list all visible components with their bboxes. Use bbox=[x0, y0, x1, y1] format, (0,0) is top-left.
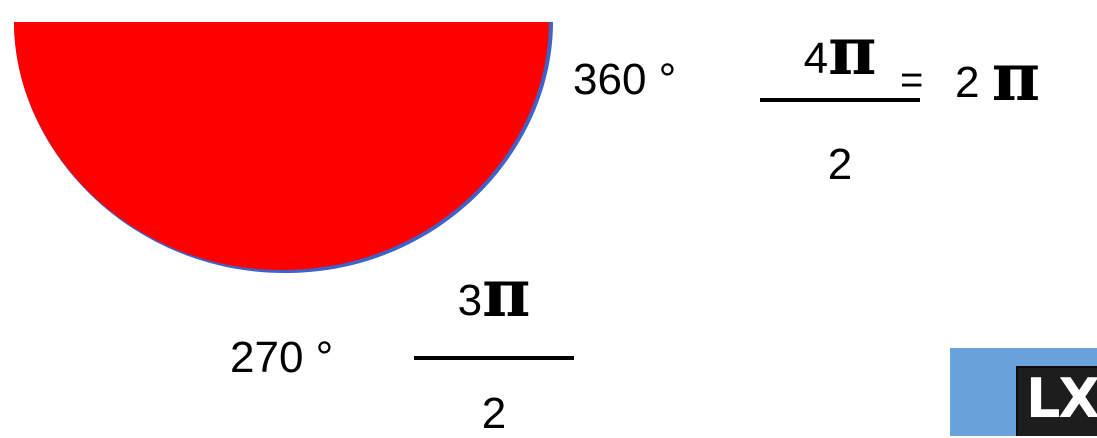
angle-360-label: 360 ° bbox=[573, 55, 677, 104]
fraction-denominator: 2 bbox=[827, 140, 853, 189]
pi-symbol: π bbox=[991, 38, 1041, 116]
fraction-bar bbox=[414, 356, 574, 360]
logo-dark-block bbox=[1016, 366, 1097, 436]
fraction-denominator: 2 bbox=[481, 389, 507, 438]
fraction-3pi-over-2: 3π 2 bbox=[414, 260, 574, 436]
fraction-numerator: 3π bbox=[414, 260, 574, 326]
result-digit: 2 bbox=[955, 58, 980, 107]
lx-logo: LX bbox=[950, 348, 1097, 436]
logo-text: LX bbox=[1026, 367, 1097, 430]
result-2pi: 2 π bbox=[955, 44, 1040, 110]
pi-symbol: π bbox=[828, 12, 877, 90]
angle-270-label: 270 ° bbox=[230, 333, 334, 382]
fraction-bar bbox=[760, 98, 920, 102]
fraction-numerator: 4π bbox=[760, 18, 920, 84]
numerator-digit: 3 bbox=[457, 276, 483, 325]
fraction-4pi-over-2: 4π 2 bbox=[760, 18, 920, 187]
red-semicircle bbox=[14, 22, 553, 273]
pi-symbol: π bbox=[482, 254, 531, 332]
equals-sign: = bbox=[900, 58, 924, 102]
numerator-digit: 4 bbox=[803, 34, 829, 83]
